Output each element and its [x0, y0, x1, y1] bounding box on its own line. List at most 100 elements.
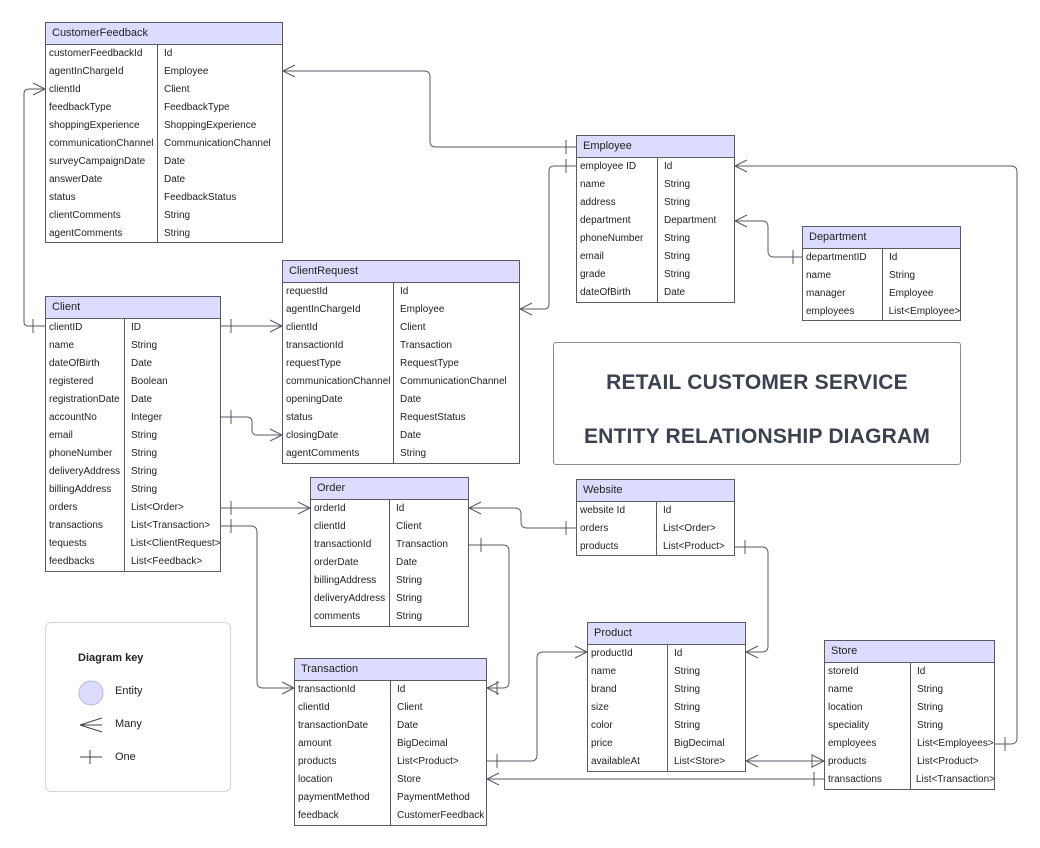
attribute-name: closingDate — [286, 430, 339, 441]
attribute-type: RequestType — [400, 358, 459, 369]
many-marker — [745, 645, 759, 659]
many-marker — [745, 754, 759, 768]
attribute-name: price — [591, 738, 613, 749]
attribute-type: String — [664, 233, 691, 244]
link-order-website — [469, 507, 576, 529]
attribute-type: Boolean — [131, 376, 168, 387]
attribute-name: orders — [49, 502, 78, 513]
attribute-name: transactionId — [298, 684, 356, 695]
attribute-name: speciality — [828, 720, 870, 731]
link-employee-department — [735, 220, 802, 258]
attribute-name: amount — [298, 738, 332, 749]
attribute-row: dateOfBirth Date — [577, 284, 734, 302]
attribute-type: List<Feedback> — [131, 556, 203, 567]
attribute-type: String — [131, 448, 158, 459]
attribute-name: manager — [806, 288, 846, 299]
attribute-name: transactionId — [286, 340, 344, 351]
many-marker — [282, 64, 296, 78]
attribute-name: name — [806, 270, 832, 281]
attribute-type: Client — [396, 521, 422, 532]
link-website-product — [735, 546, 769, 653]
link-order-transaction — [469, 544, 510, 689]
attribute-type: Date — [131, 358, 153, 369]
attribute-type: PaymentMethod — [397, 792, 470, 803]
attribute-row: products List<Product> — [295, 753, 486, 771]
attribute-name: communicationChannel — [49, 138, 154, 149]
many-marker — [734, 159, 748, 173]
attribute-name: size — [591, 702, 609, 713]
attribute-type: Date — [664, 287, 686, 298]
attribute-name: requestType — [286, 358, 342, 369]
attribute-type: List<Product> — [397, 756, 459, 767]
attribute-name: billingAddress — [49, 484, 112, 495]
attribute-type: Id — [400, 286, 409, 297]
key-one-label: One — [115, 751, 136, 763]
attribute-type: Client — [400, 322, 426, 333]
attribute-name: availableAt — [591, 756, 640, 767]
attribute-type: RequestStatus — [400, 412, 466, 423]
attribute-type: Date — [164, 174, 186, 185]
link-client-transaction — [221, 525, 294, 689]
attribute-type: ID — [131, 322, 141, 333]
attribute-type: String — [131, 466, 158, 477]
attribute-name: feedbacks — [49, 556, 95, 567]
attribute-type: Store — [397, 774, 421, 785]
attribute-type: String — [131, 430, 158, 441]
attribute-name: employees — [806, 306, 855, 317]
attribute-type: String — [664, 179, 691, 190]
attribute-type: List<Employees> — [917, 738, 994, 749]
entity-title: Transaction — [295, 659, 486, 681]
attribute-name: dateOfBirth — [580, 287, 631, 298]
attribute-type: String — [396, 575, 423, 586]
attribute-type: String — [674, 720, 701, 731]
attribute-type: Client — [164, 84, 190, 95]
attribute-name: storeId — [828, 666, 859, 677]
many-crowfoot-icon — [79, 717, 103, 733]
attribute-name: status — [286, 412, 313, 423]
attribute-name: agentInChargeId — [49, 66, 124, 77]
attribute-name: products — [298, 756, 337, 767]
attribute-type: Client — [397, 702, 423, 713]
attribute-name: location — [298, 774, 333, 785]
diagram-title-line2: ENTITY RELATIONSHIP DIAGRAM — [583, 425, 931, 448]
one-bar-icon — [80, 750, 102, 764]
attribute-type: Id — [396, 503, 405, 514]
attribute-name: employees — [828, 738, 877, 749]
attribute-name: productId — [591, 648, 633, 659]
attribute-name: phoneNumber — [49, 448, 113, 459]
entity-title: Department — [803, 227, 960, 249]
